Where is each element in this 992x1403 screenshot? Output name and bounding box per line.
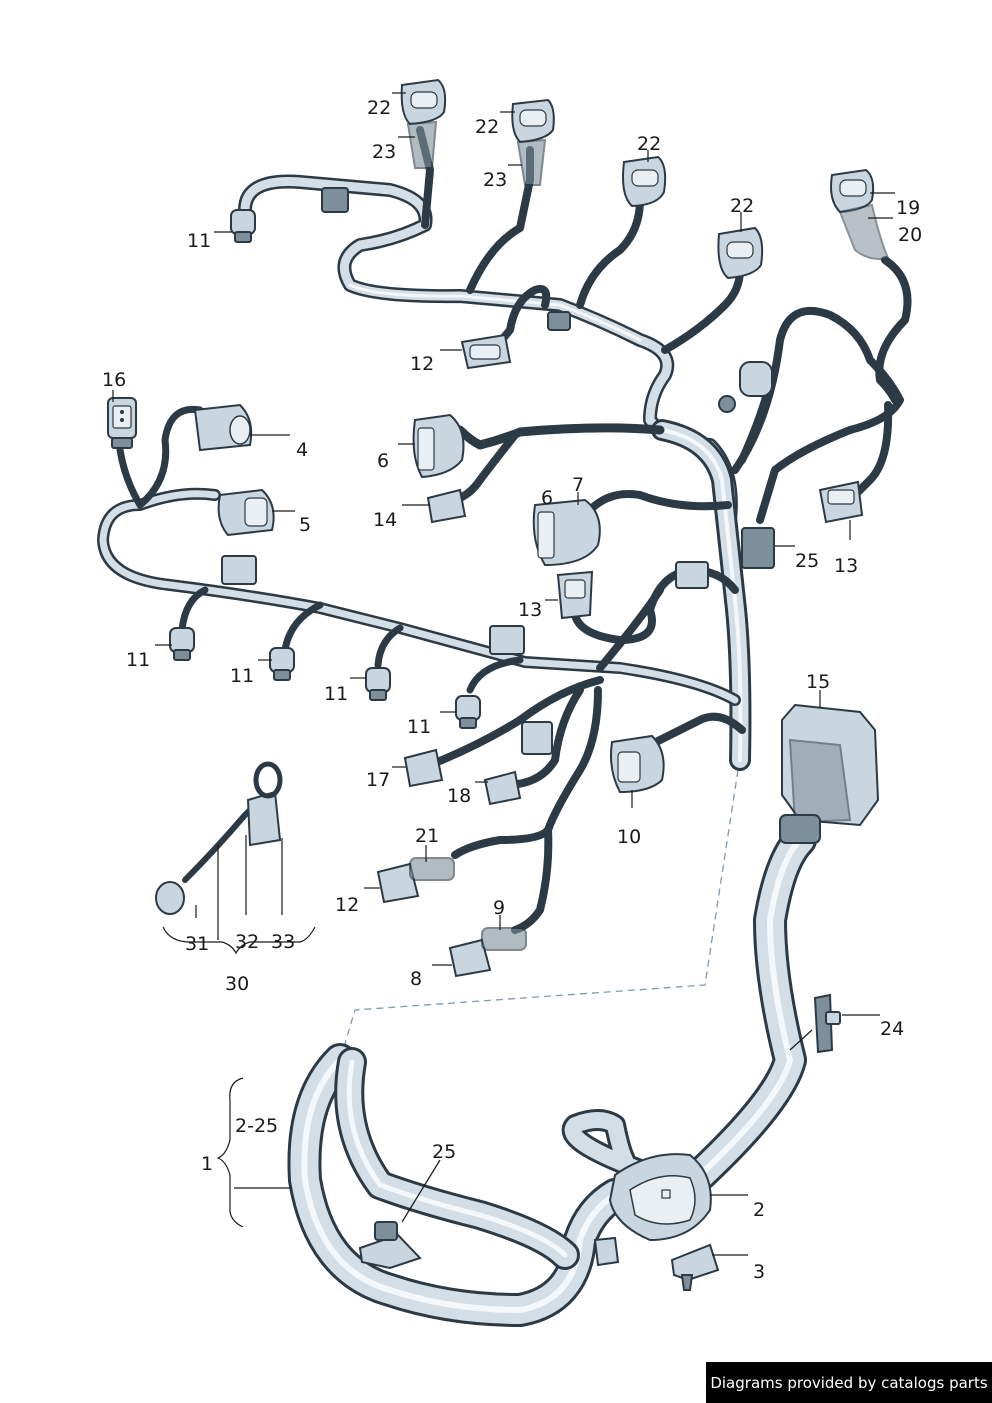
- callout-9: 9: [493, 897, 505, 919]
- connector-13-a: [556, 570, 594, 620]
- callout-32: 32: [235, 931, 259, 953]
- connector-17: [403, 748, 444, 788]
- callout-31: 31: [185, 933, 209, 955]
- connector-22-c: [622, 155, 667, 208]
- dashed-reference-link: [342, 769, 739, 1051]
- grommet-upper: [547, 311, 571, 331]
- callout-4: 4: [296, 439, 308, 461]
- callout-18: 18: [447, 785, 471, 807]
- callout-23: 23: [483, 169, 507, 191]
- callout-33: 33: [271, 931, 295, 953]
- connector-22-a: [400, 78, 447, 169]
- connector-11-e: [455, 695, 481, 729]
- connector-18: [483, 770, 522, 806]
- connector-14: [426, 488, 467, 524]
- callout-30: 30: [225, 973, 249, 995]
- grommet-2: [608, 1153, 712, 1242]
- callout-labels: 22 23 22 23 22 22 19 20 11 12 16 4 6 14 …: [102, 97, 922, 1283]
- callout-12: 12: [410, 353, 434, 375]
- callout-2: 2: [753, 1199, 765, 1221]
- connector-10: [610, 734, 665, 794]
- callout-19: 19: [896, 197, 920, 219]
- callout-25: 25: [795, 550, 819, 572]
- callout-11: 11: [324, 683, 348, 705]
- callout-11: 11: [187, 230, 211, 252]
- callout-21: 21: [415, 825, 439, 847]
- callout-5: 5: [299, 514, 311, 536]
- callout-22: 22: [637, 133, 661, 155]
- callout-25: 25: [432, 1141, 456, 1163]
- callout-8: 8: [410, 968, 422, 990]
- connector-11-b: [169, 627, 195, 661]
- callout-2-25: 2-25: [235, 1115, 278, 1137]
- connector-11-d: [365, 667, 391, 701]
- callout-14: 14: [373, 509, 397, 531]
- clip-25-a: [741, 527, 775, 569]
- callout-6: 6: [377, 450, 389, 472]
- callout-11: 11: [230, 665, 254, 687]
- leader-lines: [112, 92, 895, 1256]
- callout-7: 7: [572, 474, 584, 496]
- clip-left: [221, 555, 257, 585]
- connector-12-b: [376, 857, 455, 904]
- connector-19: [830, 168, 890, 260]
- connector-22-b: [511, 98, 555, 186]
- connector-22-d: [717, 226, 764, 280]
- callout-12: 12: [335, 894, 359, 916]
- clip-mid: [489, 625, 525, 655]
- upper-harness: [97, 126, 912, 934]
- callout-22: 22: [367, 97, 391, 119]
- clip-upper: [321, 187, 349, 213]
- callout-15: 15: [806, 671, 830, 693]
- connector-4: [193, 403, 253, 452]
- connector-6-a: [412, 413, 465, 479]
- clip-25-b: [358, 1221, 422, 1270]
- connector-7-6: [532, 498, 601, 567]
- grommet-side: [593, 1236, 620, 1267]
- callout-13: 13: [834, 555, 858, 577]
- credit-banner: Diagrams provided by catalogs parts: [706, 1362, 992, 1403]
- connector-13-b: [818, 480, 864, 524]
- callout-6: 6: [541, 487, 553, 509]
- connector-8-9: [448, 927, 527, 978]
- callout-22: 22: [730, 195, 754, 217]
- connector-11-c: [269, 647, 295, 681]
- callout-24: 24: [880, 1018, 904, 1040]
- bracket-15: [779, 703, 880, 844]
- callout-23: 23: [372, 141, 396, 163]
- connector-11-a: [230, 209, 256, 243]
- callout-10: 10: [617, 826, 641, 848]
- lower-harness: [287, 703, 880, 1327]
- connector-5: [217, 488, 275, 537]
- callout-16: 16: [102, 369, 126, 391]
- clip-lower: [521, 721, 553, 755]
- connector-12-a: [460, 333, 512, 370]
- clip-24: [813, 993, 841, 1054]
- callout-3: 3: [753, 1261, 765, 1283]
- sensor-upper-right: [718, 361, 773, 413]
- connector-16: [107, 397, 137, 449]
- clip-3: [670, 1243, 720, 1291]
- callout-20: 20: [898, 224, 922, 246]
- callout-1: 1: [201, 1153, 213, 1175]
- clip-right: [675, 561, 709, 589]
- callout-11: 11: [126, 649, 150, 671]
- callout-22: 22: [475, 116, 499, 138]
- callout-17: 17: [366, 769, 390, 791]
- callout-11: 11: [407, 716, 431, 738]
- callout-13: 13: [518, 599, 542, 621]
